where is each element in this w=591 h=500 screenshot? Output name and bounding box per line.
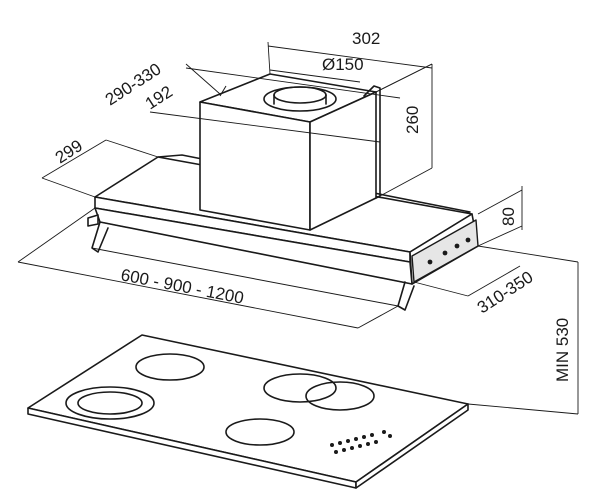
- side-tab: [87, 214, 99, 227]
- label-80: 80: [499, 207, 518, 226]
- burner-back-right-inner: [305, 381, 375, 411]
- chimney-bracket: [363, 85, 381, 199]
- burner-front-left-outer: [65, 386, 155, 420]
- chimney: [199, 73, 381, 231]
- label-600-900-1200: 600 - 900 - 1200: [119, 265, 245, 307]
- control-knob-2: [442, 250, 448, 256]
- control-knob-1: [427, 259, 433, 265]
- burner-back-right-outer: [263, 373, 337, 403]
- duct-collar-wall: [273, 94, 327, 105]
- burner-back-left: [135, 353, 205, 381]
- label-duct-diameter: Ø150: [322, 55, 364, 74]
- burner-front-right: [225, 418, 295, 446]
- label-299: 299: [52, 136, 86, 167]
- touch-controls: [330, 430, 392, 454]
- bracket-rail: [91, 247, 399, 307]
- chimney-back-edge: [219, 85, 227, 97]
- control-knob-3: [454, 243, 460, 249]
- control-knob-4: [465, 237, 471, 243]
- chimney-front: [199, 101, 311, 231]
- label-min-530: MIN 530: [553, 318, 572, 382]
- right-bracket: [397, 281, 415, 311]
- cooktop: [27, 334, 469, 489]
- filter-edge-line: [99, 221, 413, 285]
- label-302: 302: [352, 29, 380, 48]
- dimension-lines: [17, 41, 579, 415]
- cooktop-side-edge: [355, 403, 469, 489]
- label-260: 260: [403, 106, 422, 134]
- burner-front-left-inner: [77, 391, 143, 415]
- left-bracket: [91, 221, 109, 253]
